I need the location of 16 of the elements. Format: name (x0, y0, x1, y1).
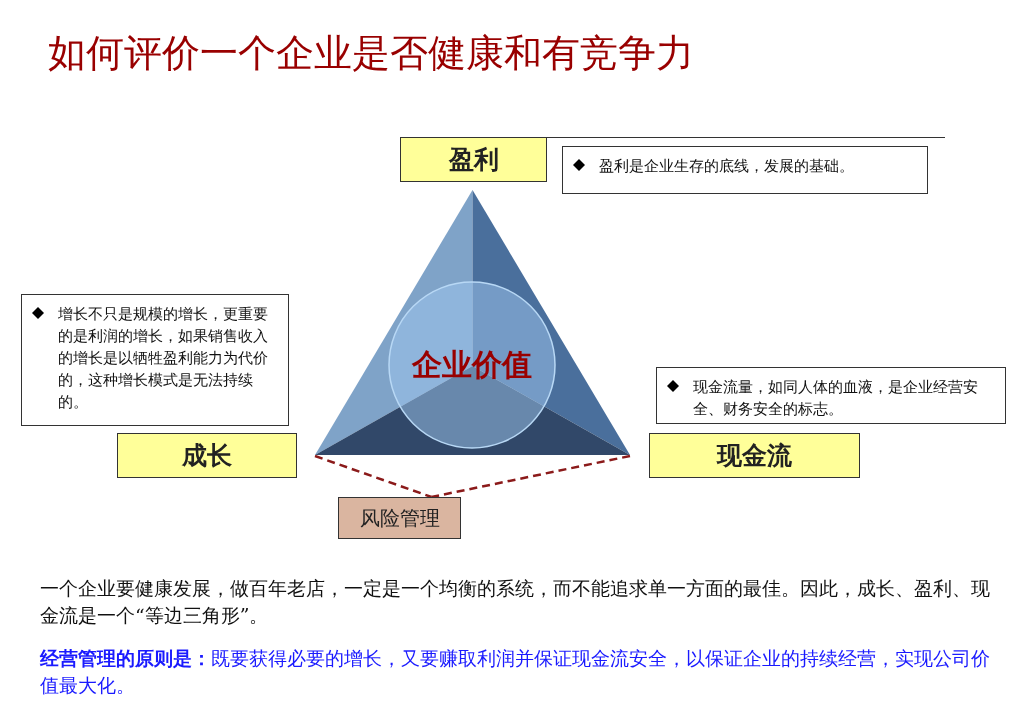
body-paragraph: 一个企业要健康发展，做百年老店，一定是一个均衡的系统，而不能追求单一方面的最佳。因此，成长、盈利、现金流是一个“等边三角形”。 (40, 576, 990, 628)
label-box: 风险管理 (338, 497, 461, 539)
circle-label: 企业价值 (412, 345, 532, 384)
label-box: 盈利 (400, 137, 547, 182)
principle-paragraph: 经营管理的原则是：既要获得必要的增长，又要赚取利润并保证现金流安全，以保证企业的持续经营，实现公司价值最大化。 (40, 646, 990, 698)
note-box (562, 146, 928, 194)
note-text: 盈利是企业生存的底线，发展的基础。 (599, 156, 854, 177)
dashed-connector (314, 454, 432, 499)
note-box (656, 367, 1006, 424)
note-box (21, 294, 289, 426)
note-text: 现金流量，如同人体的血液，是企业经营安全、财务安全的标志。 (693, 377, 979, 420)
note-text: 增长不只是规模的增长，更重要的是利润的增长，如果销售收入的增长是以牺牲盈利能力为代价的，这种增长模式是无法持续的。 (58, 304, 269, 413)
label-box: 成长 (117, 433, 297, 478)
dashed-connector (431, 454, 631, 499)
label-box: 现金流 (649, 433, 860, 478)
slide-title: 如何评价一个企业是否健康和有竞争力 (48, 30, 694, 77)
